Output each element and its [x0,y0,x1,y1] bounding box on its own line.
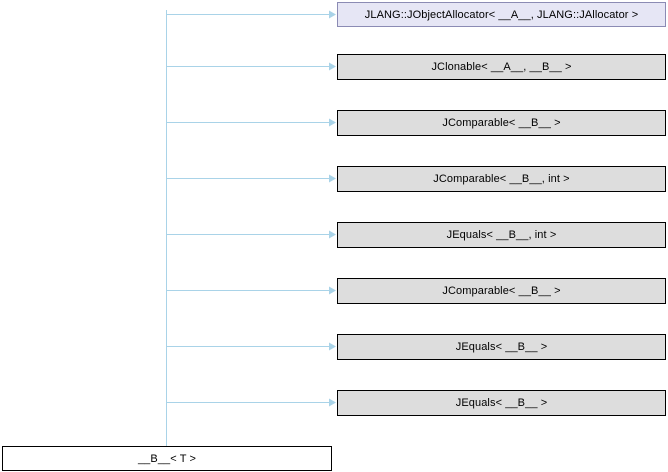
arrowhead-icon [329,398,336,407]
edge-to-jlang-jobjectallocator-a-jlang-jallocato-0 [166,10,336,19]
class-node-jcomparable-b-5[interactable]: JComparable< __B__ > [337,278,666,304]
arrowhead-icon [329,342,336,351]
edge-to-jequals-b-int-4 [166,230,336,239]
class-node-jcomparable-b-2[interactable]: JComparable< __B__ > [337,110,666,136]
edge-to-jcomparable-b-5 [166,286,336,295]
class-node-jequals-b-6[interactable]: JEquals< __B__ > [337,334,666,360]
class-node-root-b-t[interactable]: __B__< T > [2,446,332,471]
class-node-jequals-b-int-4[interactable]: JEquals< __B__, int > [337,222,666,248]
arrowhead-icon [329,118,336,127]
edge-to-jequals-b-6 [166,342,336,351]
edge-to-jcomparable-b-2 [166,118,336,127]
class-node-jequals-b-7[interactable]: JEquals< __B__ > [337,390,666,416]
arrowhead-icon [329,62,336,71]
class-node-jlang-jobjectallocator-a-jlang-jallocato-0[interactable]: JLANG::JObjectAllocator< __A__, JLANG::J… [337,2,666,27]
arrowhead-icon [329,230,336,239]
edge-to-jequals-b-7 [166,398,336,407]
arrowhead-icon [329,174,336,183]
arrowhead-icon [329,10,336,19]
edge-to-jcomparable-b-int-3 [166,174,336,183]
class-node-jcomparable-b-int-3[interactable]: JComparable< __B__, int > [337,166,666,192]
edge-to-jclonable-a-b-1 [166,62,336,71]
class-node-jclonable-a-b-1[interactable]: JClonable< __A__, __B__ > [337,54,666,80]
arrowhead-icon [329,286,336,295]
